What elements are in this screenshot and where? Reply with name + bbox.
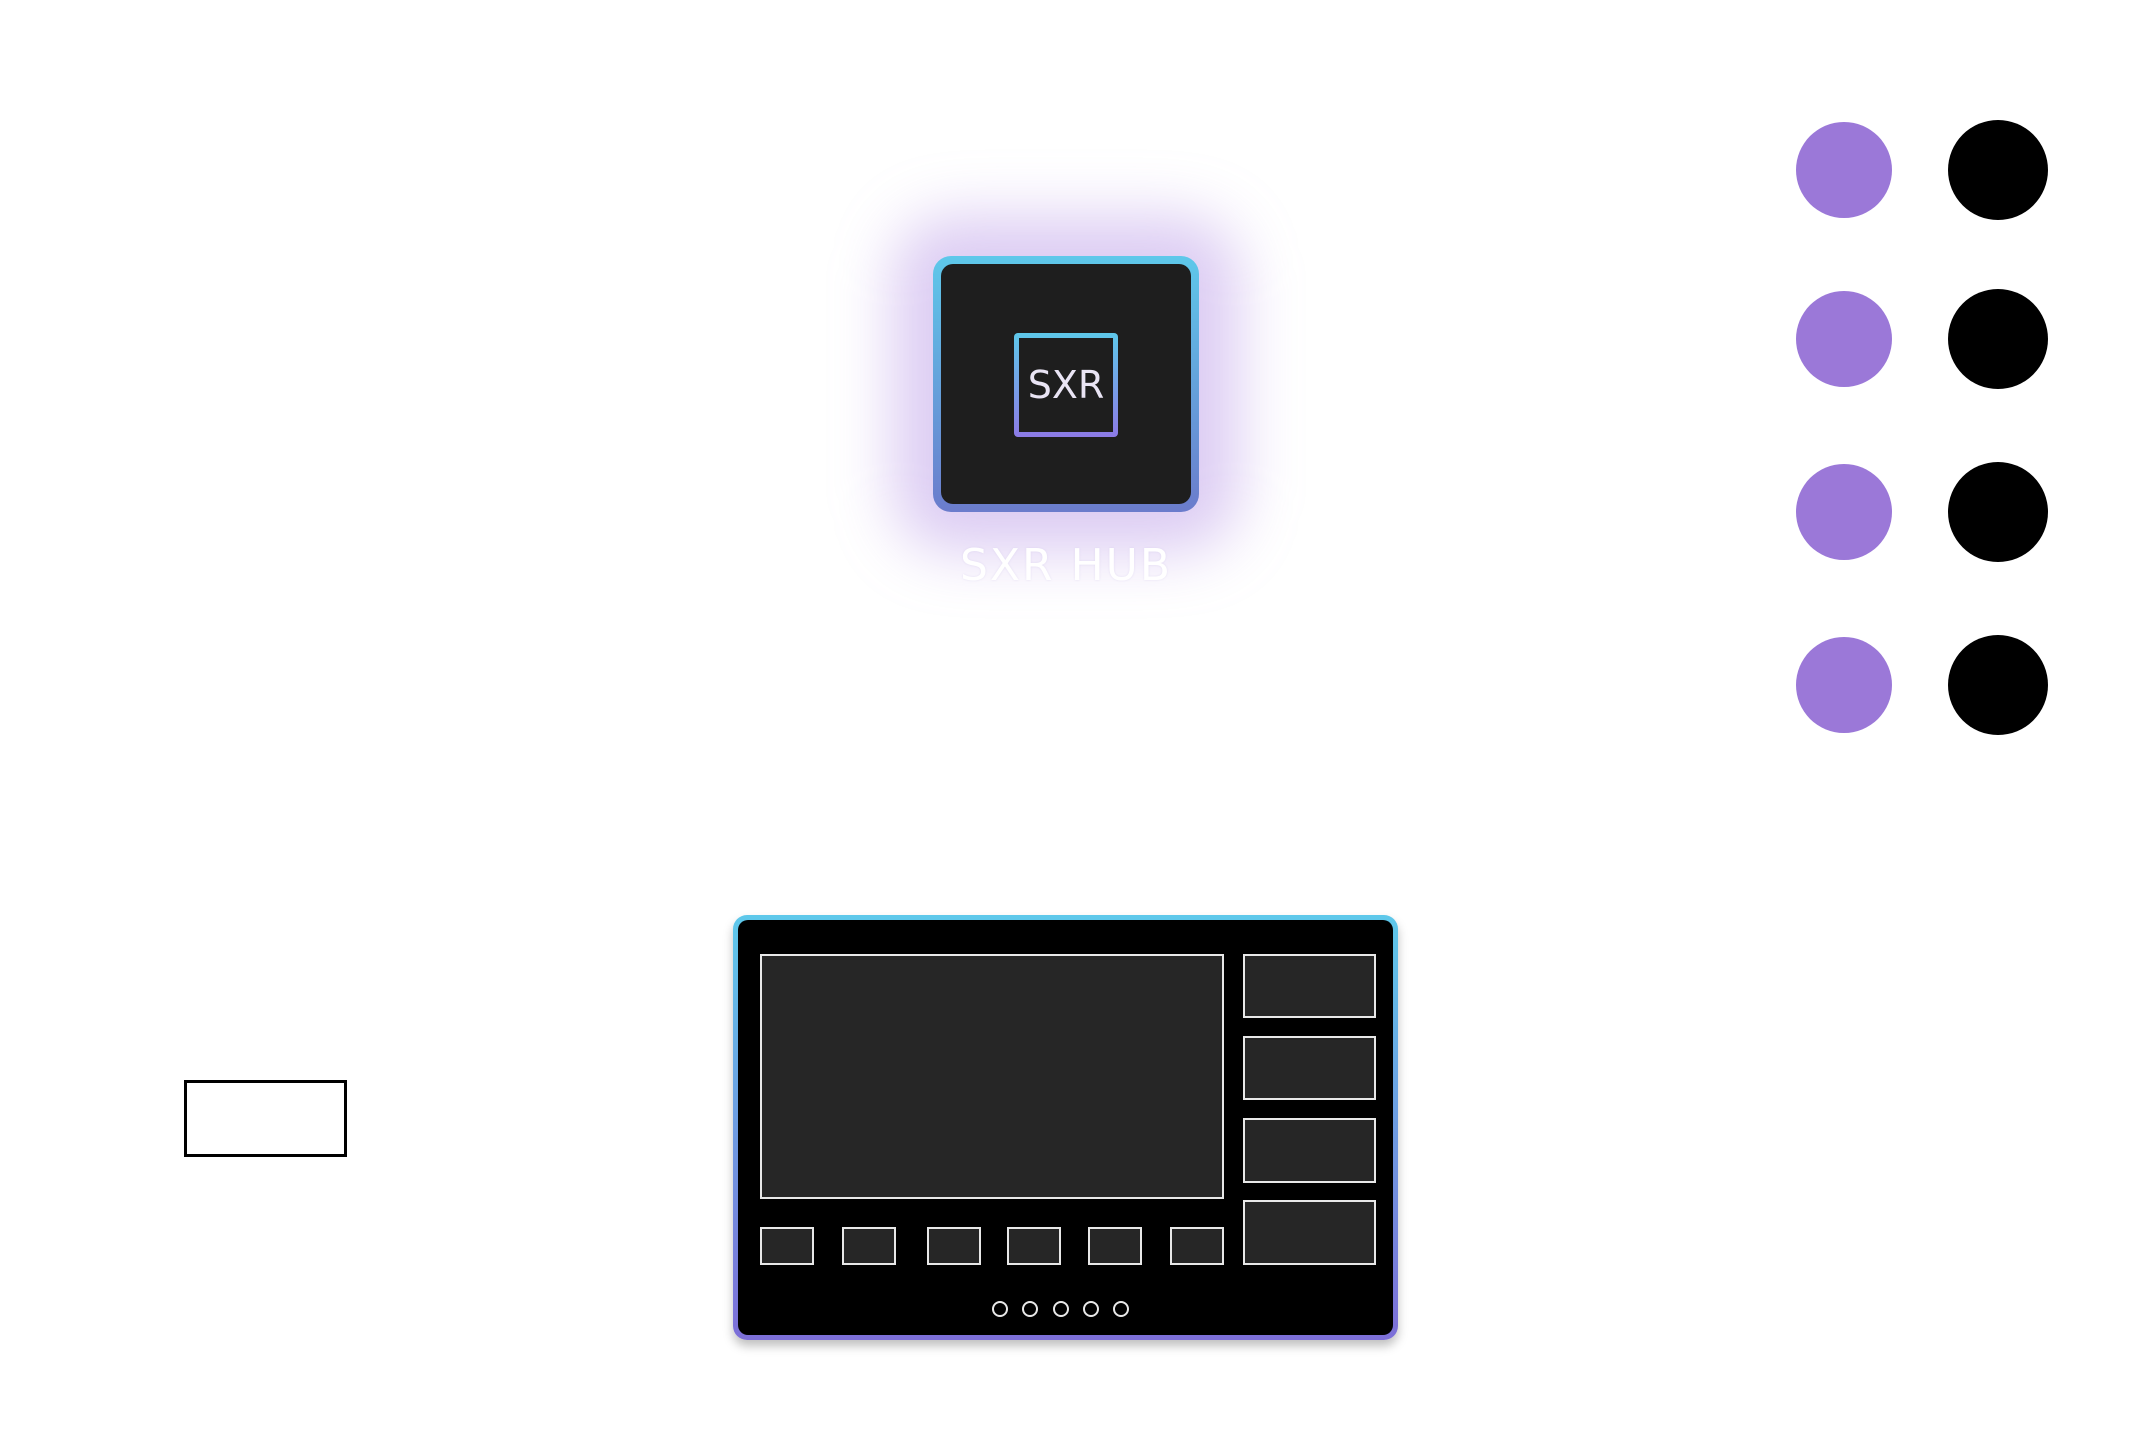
sxr-logo: SXR — [1014, 333, 1118, 437]
purple-node[interactable] — [1796, 291, 1892, 387]
bottom-button[interactable] — [1007, 1227, 1061, 1265]
bottom-button[interactable] — [842, 1227, 896, 1265]
bottom-button[interactable] — [927, 1227, 981, 1265]
page-indicator-dot[interactable] — [1053, 1301, 1069, 1317]
black-node[interactable] — [1948, 462, 2048, 562]
bottom-button[interactable] — [760, 1227, 814, 1265]
purple-node[interactable] — [1796, 122, 1892, 218]
hub-label: SXR HUB — [959, 540, 1173, 591]
page-indicator-dot[interactable] — [992, 1301, 1008, 1317]
dashboard-screen — [738, 920, 1393, 1335]
purple-node[interactable] — [1796, 637, 1892, 733]
side-panel[interactable] — [1243, 954, 1376, 1018]
side-panel[interactable] — [1243, 1200, 1376, 1265]
black-node[interactable] — [1948, 120, 2048, 220]
side-panel[interactable] — [1243, 1036, 1376, 1100]
dashboard-device — [733, 915, 1398, 1340]
purple-node[interactable] — [1796, 464, 1892, 560]
side-panel[interactable] — [1243, 1118, 1376, 1183]
page-indicator-dot[interactable] — [1083, 1301, 1099, 1317]
sxr-logo-text: SXR — [1019, 338, 1113, 432]
black-node[interactable] — [1948, 289, 2048, 389]
hub-body: SXR — [941, 264, 1191, 504]
outlined-box — [184, 1080, 347, 1157]
page-indicator-dot[interactable] — [1113, 1301, 1129, 1317]
main-view-panel[interactable] — [760, 954, 1224, 1199]
bottom-button[interactable] — [1170, 1227, 1224, 1265]
black-node[interactable] — [1948, 635, 2048, 735]
bottom-button[interactable] — [1088, 1227, 1142, 1265]
page-indicator-dot[interactable] — [1022, 1301, 1038, 1317]
sxr-hub-node[interactable]: SXR — [933, 256, 1199, 512]
